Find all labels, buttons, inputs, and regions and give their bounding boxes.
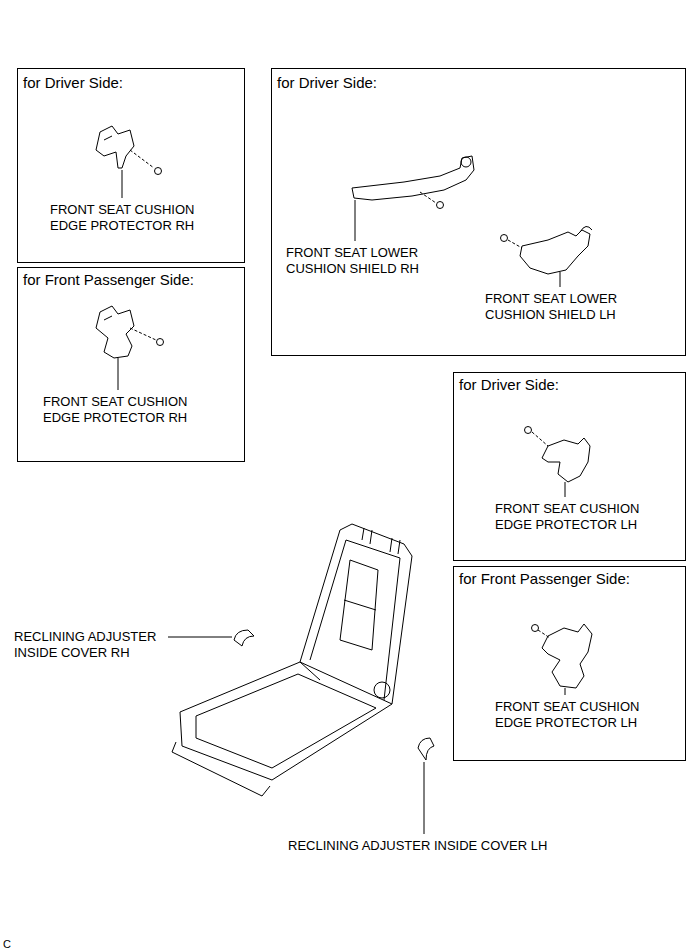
reclining-covers <box>168 630 434 834</box>
edge-protector-lh-driver <box>525 427 591 498</box>
part-name: FRONT SEAT LOWER CUSHION SHIELD LH <box>485 291 635 323</box>
seat-frame <box>172 524 412 796</box>
panel-heading: for Front Passenger Side: <box>459 571 630 587</box>
edge-protector-rh-driver <box>96 126 162 198</box>
edge-protector-lh-passenger <box>532 624 593 695</box>
part-name: FRONT SEAT CUSHION EDGE PROTECTOR LH <box>495 501 650 533</box>
part-name: FRONT SEAT CUSHION EDGE PROTECTOR RH <box>43 394 198 426</box>
part-name: FRONT SEAT CUSHION EDGE PROTECTOR RH <box>50 202 205 234</box>
panel-box: for Front Passenger Side: FRONT SEAT CUSH… <box>17 267 245 462</box>
lower-cushion-shield-lh <box>501 226 593 287</box>
part-label: RECLINING ADJUSTER INSIDE COVER RH <box>14 629 166 661</box>
panel-heading: for Driver Side: <box>23 75 123 91</box>
panel-heading: for Front Passenger Side: <box>23 272 194 288</box>
panel-box: for Front Passenger Side: FRONT SEAT CUSH… <box>453 566 686 761</box>
part-label: RECLINING ADJUSTER INSIDE COVER LH <box>288 838 547 854</box>
part-name: FRONT SEAT LOWER CUSHION SHIELD RH <box>286 245 436 277</box>
panel-box: for Driver Side: FRONT SEAT CUSHION EDGE … <box>453 372 686 561</box>
panel-box: for Driver Side: FRONT SEAT LOWER CUSHION… <box>271 68 686 356</box>
panel-box: for Driver Side: FRONT SEAT CUSHION EDGE … <box>17 68 245 263</box>
panel-heading: for Driver Side: <box>277 75 377 91</box>
edge-protector-rh-passenger <box>96 306 164 390</box>
panel-heading: for Driver Side: <box>459 377 559 393</box>
part-name: FRONT SEAT CUSHION EDGE PROTECTOR LH <box>495 699 650 731</box>
lower-cushion-shield-rh <box>352 156 474 241</box>
figure-code: C <box>3 936 11 952</box>
